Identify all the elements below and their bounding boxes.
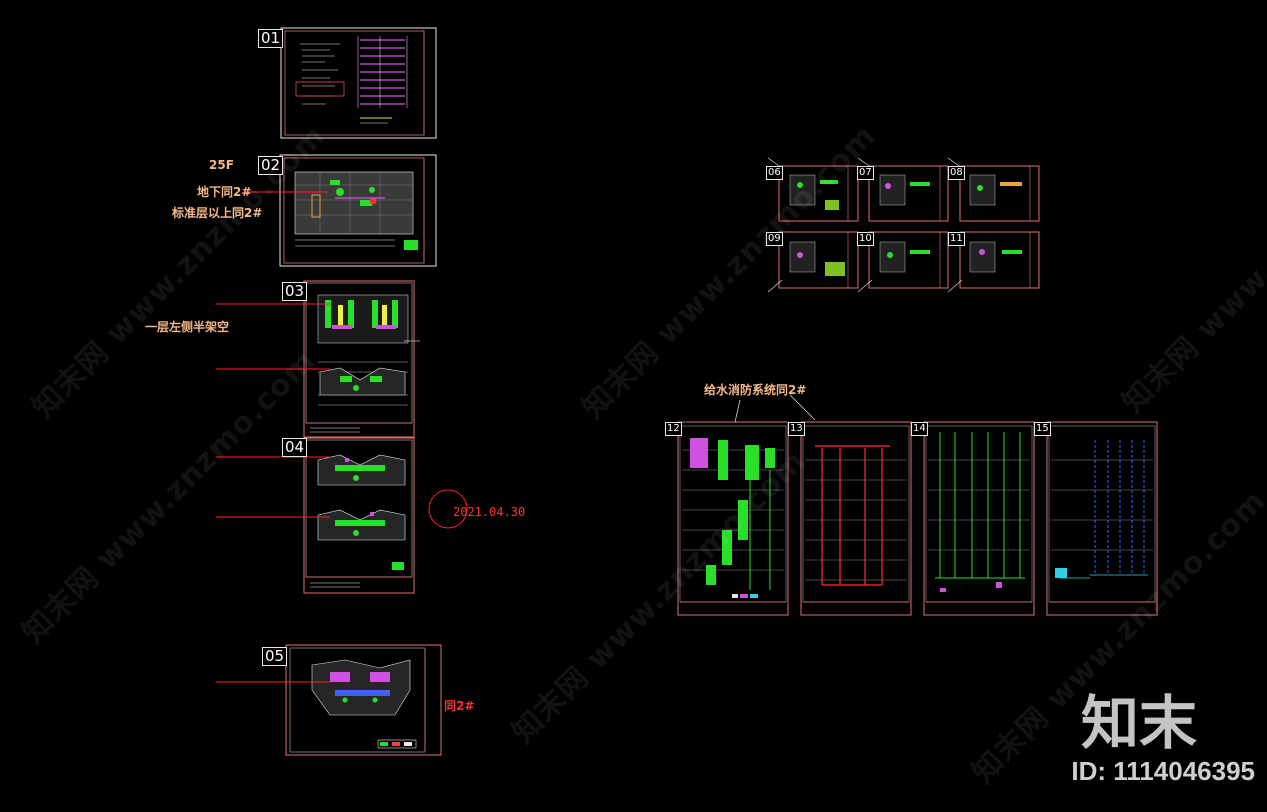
sheet-number-03: 03 <box>282 282 308 301</box>
note-basement-same: 地下同2# <box>197 185 252 199</box>
supply-note-leaders <box>734 394 816 423</box>
sheet-05[interactable] <box>285 644 442 756</box>
sheet-number-08: 08 <box>948 166 965 180</box>
sheet-number-05: 05 <box>262 647 288 666</box>
sheet-12[interactable] <box>677 421 789 616</box>
sheet-number-02: 02 <box>258 156 284 175</box>
sheet-number-06: 06 <box>766 166 783 180</box>
sheet-14[interactable] <box>923 421 1035 616</box>
sheet-02[interactable] <box>279 154 437 267</box>
sheet-number-11: 11 <box>948 232 965 246</box>
image-id-label: ID: 1114046395 <box>1071 756 1255 786</box>
sheet-06[interactable] <box>778 165 859 222</box>
sheet-number-01: 01 <box>258 29 284 48</box>
sheet-04[interactable] <box>303 437 415 594</box>
date-circle <box>428 489 468 529</box>
sheet-01[interactable] <box>280 27 437 139</box>
sheet-number-14: 14 <box>911 422 928 436</box>
date-stamp: 2021.04.30 <box>453 505 526 519</box>
sheet-number-10: 10 <box>857 232 874 246</box>
sheet-number-12: 12 <box>665 422 682 436</box>
sheet-07[interactable] <box>868 165 949 222</box>
sheet-10[interactable] <box>868 231 949 289</box>
sheet-13[interactable] <box>800 421 912 616</box>
note-supply-same: 给水消防系统同2# <box>704 383 807 397</box>
note-standard-same: 标准层以上同2# <box>172 206 263 220</box>
sheet-number-15: 15 <box>1034 422 1051 436</box>
sheet-15[interactable] <box>1046 421 1158 616</box>
sheet-number-07: 07 <box>857 166 874 180</box>
note-first-floor: 一层左侧半架空 <box>145 320 230 334</box>
note-floor-25: 25F <box>209 158 234 172</box>
sheet-number-04: 04 <box>282 438 308 457</box>
note-same-2: 同2# <box>444 699 475 713</box>
sheet-08[interactable] <box>959 165 1040 222</box>
sheet-03[interactable] <box>303 280 415 438</box>
sheet-number-09: 09 <box>766 232 783 246</box>
red-leader-lines <box>216 191 330 683</box>
sheet-11[interactable] <box>959 231 1040 289</box>
sheet-number-13: 13 <box>788 422 805 436</box>
sheet-09[interactable] <box>778 231 859 289</box>
brand-logo: 知末 <box>1080 689 1197 757</box>
